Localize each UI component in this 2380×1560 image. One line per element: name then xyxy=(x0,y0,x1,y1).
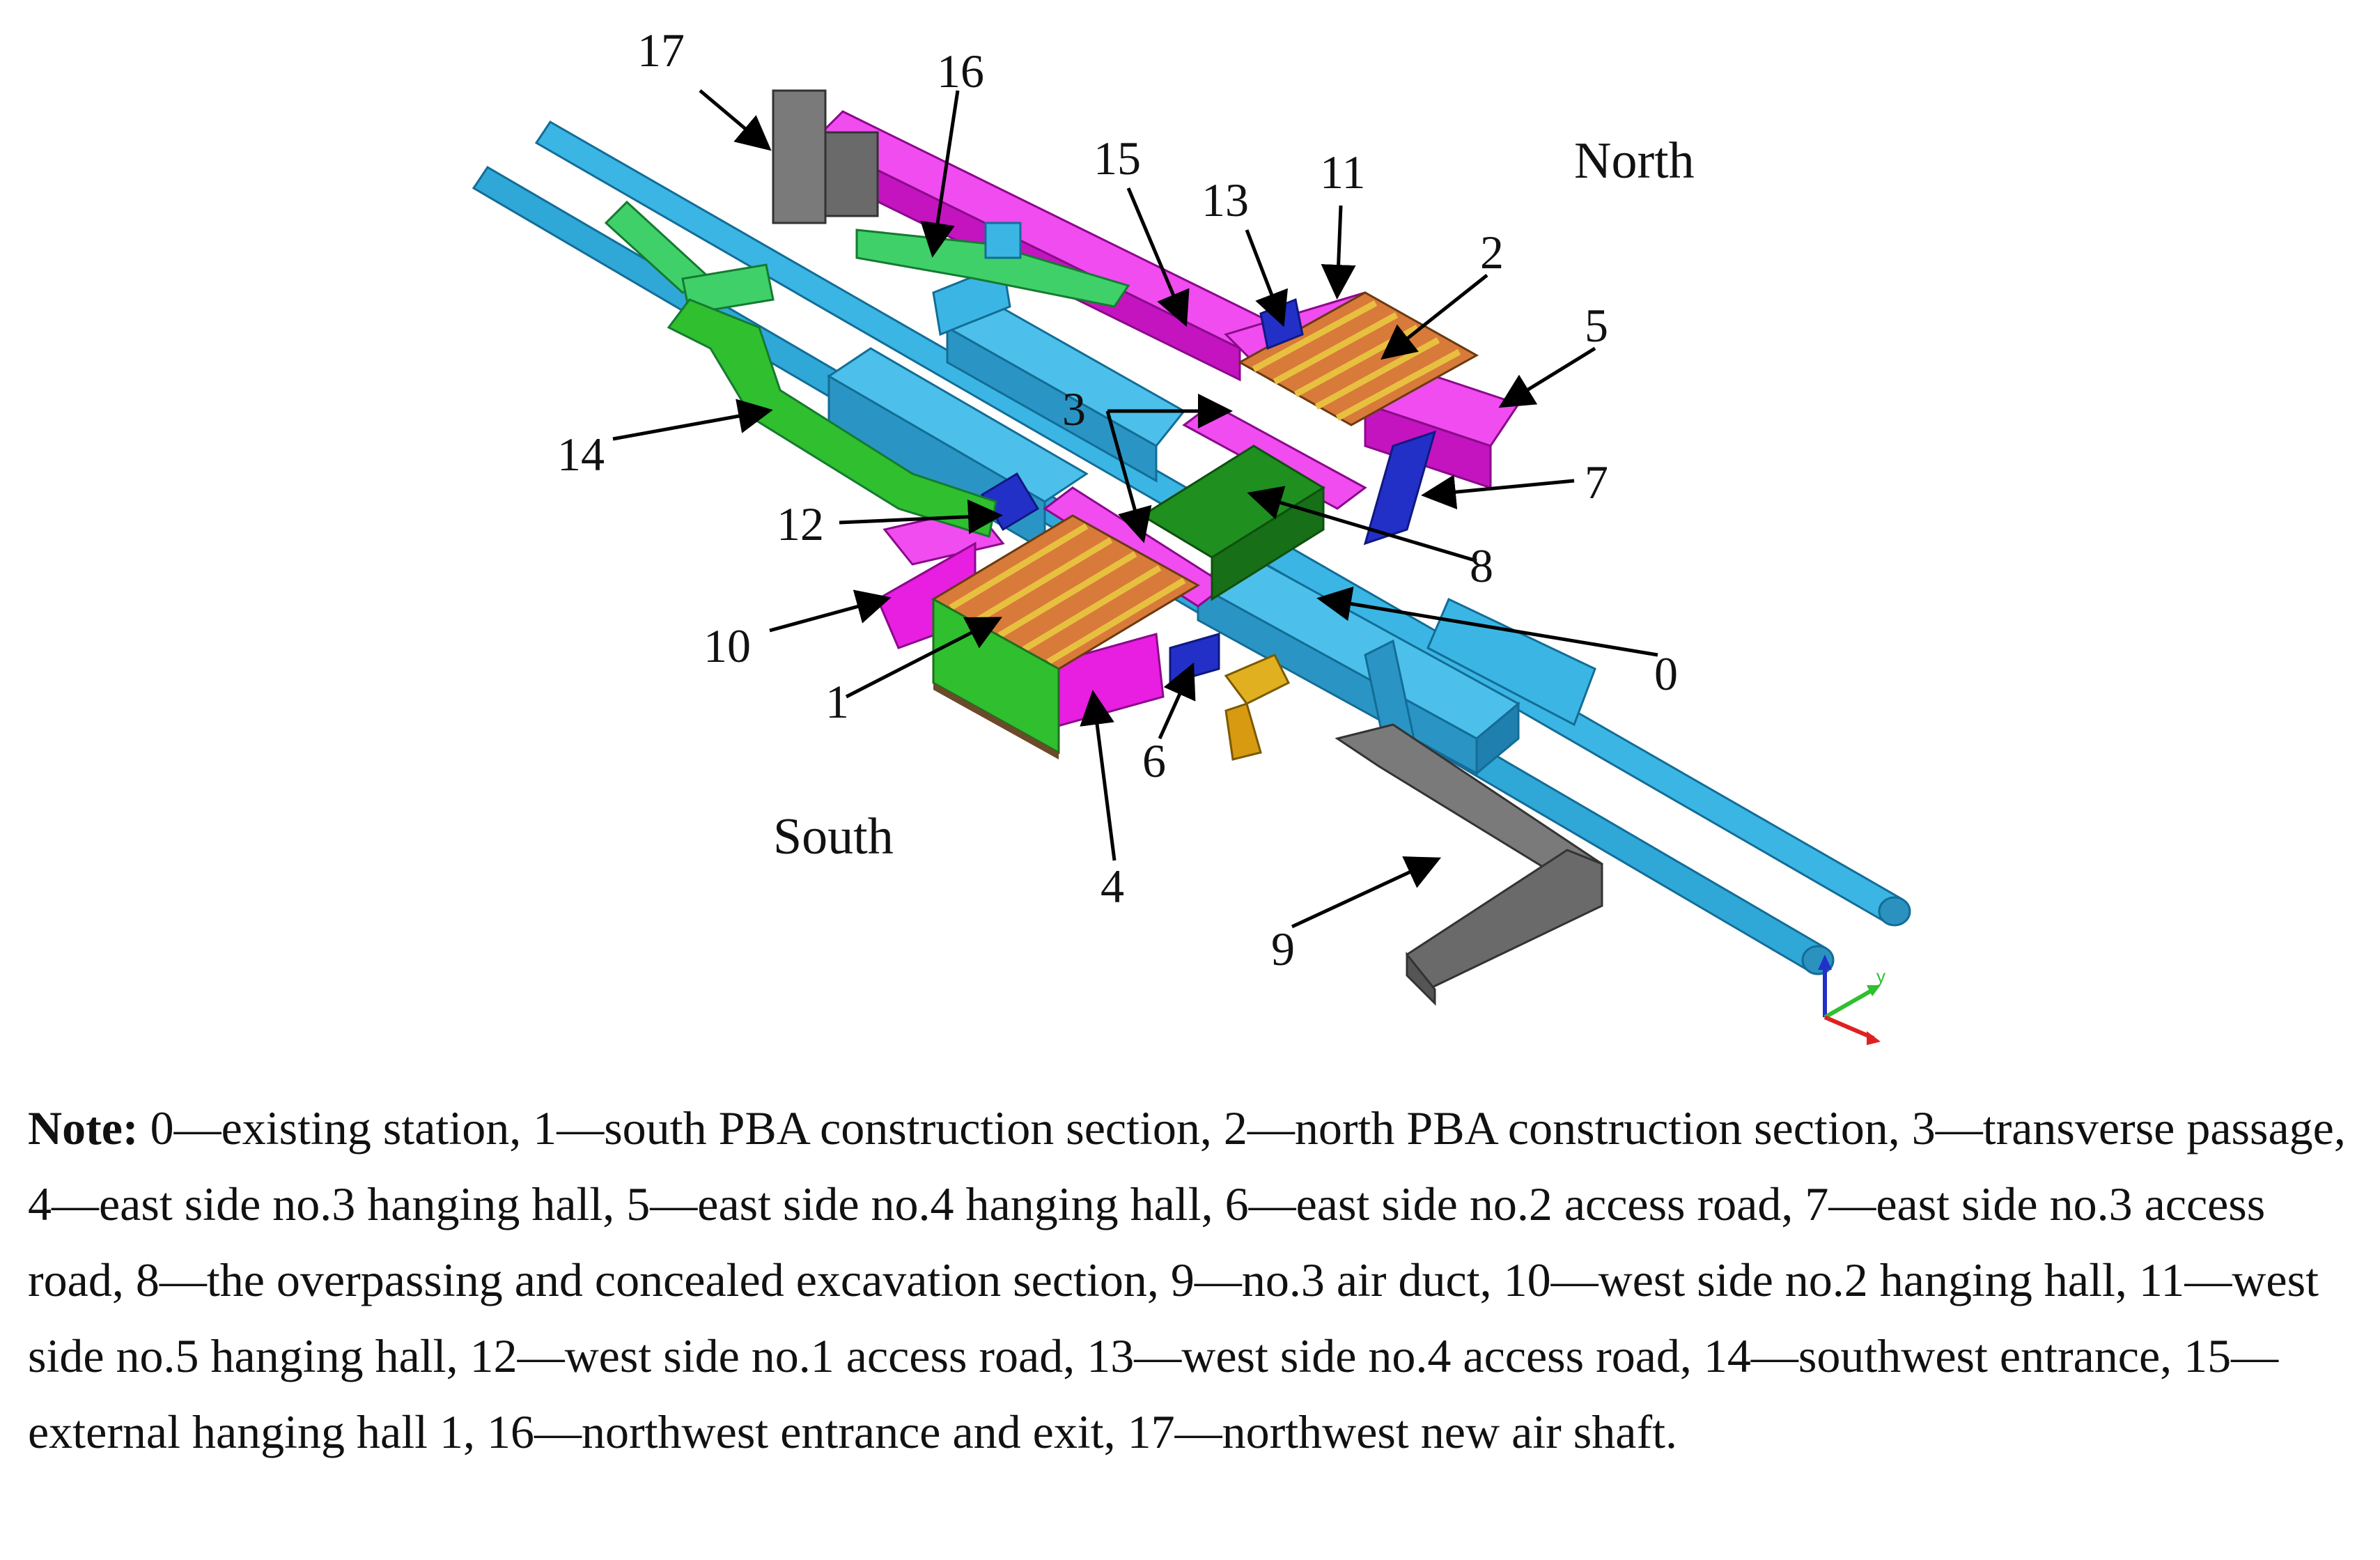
label-15: 15 xyxy=(1094,132,1141,185)
label-13: 13 xyxy=(1201,173,1249,226)
southwest-entrance xyxy=(604,200,997,538)
label-4: 4 xyxy=(1100,860,1124,913)
station-3d-model-diagram: y 17 16 15 13 11 2 5 7 8 0 14 12 xyxy=(472,24,1911,1045)
figure-note: Note: 0—existing station, 1—south PBA co… xyxy=(28,1090,2354,1470)
air-duct xyxy=(1335,723,1603,1006)
label-14: 14 xyxy=(557,428,605,481)
number-labels: 17 16 15 13 11 2 5 7 8 0 14 12 10 1 3 4 … xyxy=(557,24,1678,975)
label-0: 0 xyxy=(1654,647,1678,700)
label-10: 10 xyxy=(703,619,751,672)
direction-north: North xyxy=(1574,132,1695,190)
label-3: 3 xyxy=(1062,383,1086,435)
existing-station-tunnels xyxy=(472,121,1911,975)
note-text: 0—existing station, 1—south PBA construc… xyxy=(28,1102,2346,1458)
figure: y 17 16 15 13 11 2 5 7 8 0 14 12 xyxy=(472,24,1911,1045)
label-5: 5 xyxy=(1585,299,1608,352)
label-7: 7 xyxy=(1585,456,1608,509)
label-17: 17 xyxy=(637,24,685,77)
label-9: 9 xyxy=(1271,922,1295,975)
leader-arrows xyxy=(612,89,1658,929)
label-2: 2 xyxy=(1480,226,1504,279)
axis-triad: y xyxy=(1818,955,1885,1045)
overpassing-section xyxy=(1140,445,1325,601)
label-6: 6 xyxy=(1142,734,1166,787)
label-16: 16 xyxy=(937,45,984,98)
axis-y-letter: y xyxy=(1876,966,1885,987)
northwest-air-shaft xyxy=(772,89,879,224)
direction-south: South xyxy=(773,808,894,865)
label-8: 8 xyxy=(1470,539,1493,592)
label-1: 1 xyxy=(825,675,849,728)
orange-stair xyxy=(1224,654,1291,761)
note-heading: Note: xyxy=(28,1102,139,1154)
label-12: 12 xyxy=(777,497,824,550)
middle-cyan-structures xyxy=(827,263,1186,553)
label-11: 11 xyxy=(1320,146,1365,199)
